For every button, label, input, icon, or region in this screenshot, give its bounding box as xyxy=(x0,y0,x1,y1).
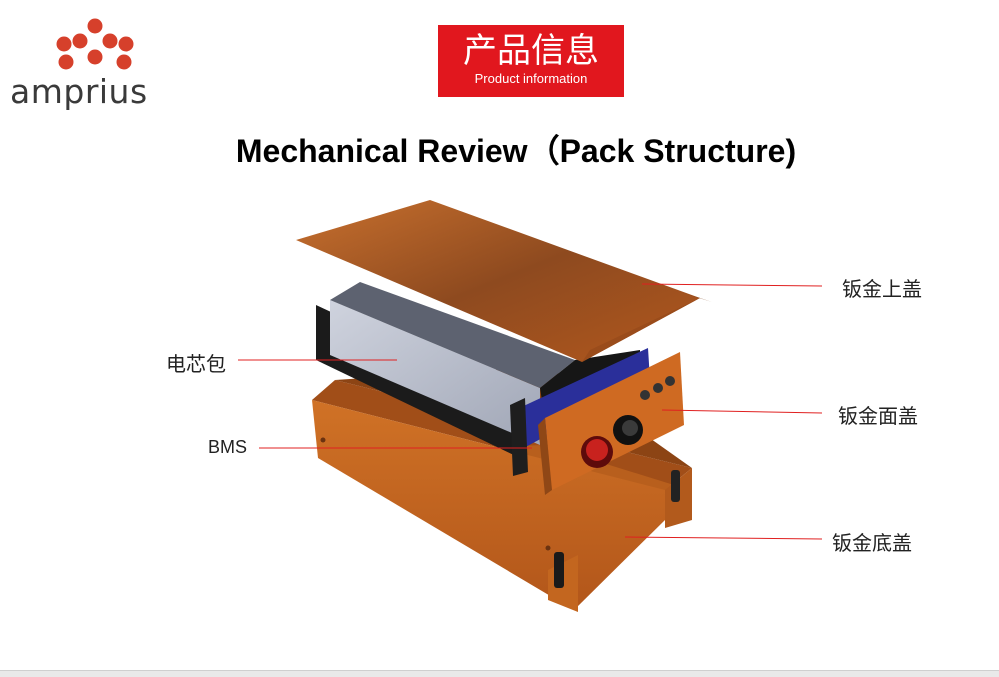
callout-line-bottom-cover xyxy=(624,536,823,540)
page-title: Mechanical Review（Pack Structure) xyxy=(235,133,797,169)
label-top-cover: 钣金上盖 xyxy=(842,277,922,301)
logo-dots-icon xyxy=(56,18,134,70)
face-cover xyxy=(538,352,684,495)
label-bms: BMS xyxy=(208,437,248,457)
badge-english-subtitle: Product information xyxy=(474,71,588,86)
top-cover xyxy=(296,200,712,362)
amprius-logo: amprius xyxy=(0,0,190,120)
callout-line-top-cover xyxy=(641,283,823,287)
label-cell-pack: 电芯包 xyxy=(166,352,226,376)
label-bottom-cover: 钣金底盖 xyxy=(832,531,912,555)
callout-line-face-cover xyxy=(661,409,823,414)
bottom-status-bar xyxy=(0,670,999,677)
product-info-badge: 产品信息 Product information xyxy=(438,25,624,97)
badge-chinese-title: 产品信息 xyxy=(463,31,599,71)
logo-text: amprius xyxy=(10,72,148,111)
label-face-cover: 钣金面盖 xyxy=(838,404,918,428)
